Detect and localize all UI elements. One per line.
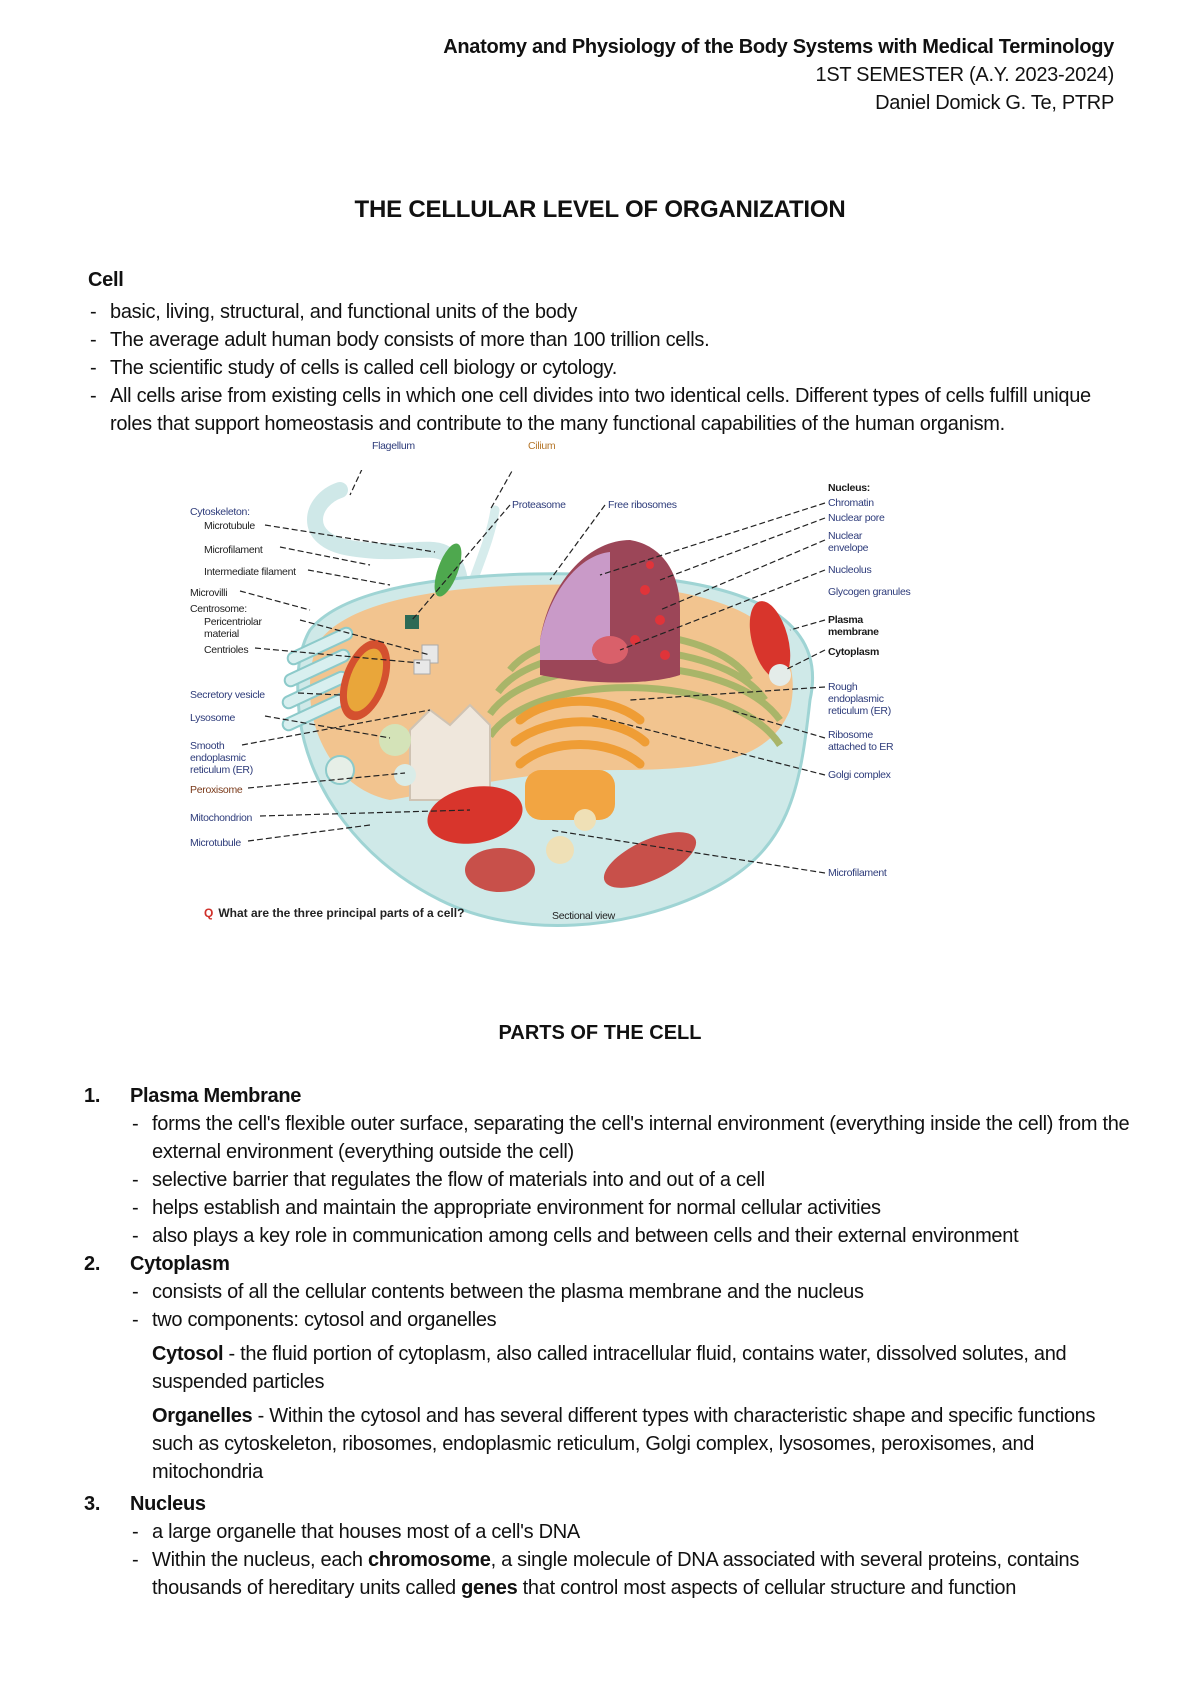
part-number: 3.: [84, 1493, 101, 1515]
label-centrioles: Centrioles: [204, 644, 249, 656]
label-intermediate-filament: Intermediate filament: [204, 566, 296, 578]
label-centrosome: Centrosome:: [190, 603, 247, 615]
bullet-item: also plays a key role in communication a…: [130, 1222, 1134, 1250]
cell-heading: Cell: [88, 269, 124, 291]
part-number: 2.: [84, 1253, 101, 1275]
question-text: What are the three principal parts of a …: [218, 906, 465, 920]
term: Organelles: [152, 1405, 253, 1427]
label-microtubule-lower: Microtubule: [190, 837, 241, 849]
bullet-item: selective barrier that regulates the flo…: [130, 1166, 1134, 1194]
label-microfilament: Microfilament: [204, 544, 263, 556]
part-nucleus: 3. Nucleus a large organelle that houses …: [84, 1490, 1134, 1602]
cell-section: Cell basic, living, structural, and func…: [88, 266, 1128, 438]
diagram-caption: Sectional view: [552, 910, 615, 922]
label-secretory-vesicle: Secretory vesicle: [190, 689, 265, 701]
bullet-item: helps establish and maintain the appropr…: [130, 1194, 1134, 1222]
label-nuclear-envelope: Nuclear envelope: [828, 530, 869, 554]
label-nucleolus: Nucleolus: [828, 564, 872, 576]
course-title: Anatomy and Physiology of the Body Syste…: [443, 36, 1114, 58]
bullet-item: Within the nucleus, each chromosome, a s…: [130, 1546, 1134, 1602]
label-cilium: Cilium: [528, 440, 556, 452]
part-name: Nucleus: [130, 1493, 206, 1515]
label-ribosome-attached-er: Ribosome attached to ER: [828, 729, 894, 753]
cell-diagram: Cytoskeleton: Microtubule Microfilament …: [190, 440, 990, 1010]
page-title: THE CELLULAR LEVEL OF ORGANIZATION: [354, 196, 846, 223]
part-name: Cytoplasm: [130, 1253, 230, 1275]
bullet-item: consists of all the cellular contents be…: [130, 1278, 1134, 1306]
label-rough-er: Rough endoplasmic reticulum (ER): [828, 681, 891, 717]
instructor: Daniel Domick G. Te, PTRP: [875, 92, 1114, 114]
label-microfilament-lower: Microfilament: [828, 867, 887, 879]
term-genes: genes: [461, 1577, 518, 1599]
label-proteasome: Proteasome: [512, 499, 566, 511]
bullet-item: a large organelle that houses most of a …: [130, 1518, 1134, 1546]
bullet-item: The average adult human body consists of…: [88, 326, 1128, 354]
term-chromosome: chromosome: [367, 1549, 491, 1571]
bullet-item: basic, living, structural, and functiona…: [88, 298, 1128, 326]
bullet-item: forms the cell's flexible outer surface,…: [130, 1110, 1134, 1166]
document-header: Anatomy and Physiology of the Body Syste…: [443, 34, 1114, 117]
text: , a single molecule of DNA associated wi…: [152, 1549, 1080, 1599]
definition: - Within the cytosol and has several dif…: [152, 1405, 1096, 1483]
label-cytoskeleton: Cytoskeleton:: [190, 506, 250, 518]
diagram-question: Q What are the three principal parts of a…: [204, 906, 464, 920]
bullet-item: All cells arise from existing cells in w…: [88, 382, 1128, 438]
label-peroxisome: Peroxisome: [190, 784, 243, 796]
text: that control most aspects of cellular st…: [517, 1577, 1017, 1599]
label-flagellum: Flagellum: [372, 440, 415, 452]
part-number: 1.: [84, 1085, 101, 1107]
bullet-item: two components: cytosol and organelles: [130, 1306, 1134, 1334]
label-pericentriolar-material: Pericentriolar material: [204, 616, 262, 640]
label-plasma-membrane: Plasma membrane: [828, 614, 879, 638]
label-microtubule: Microtubule: [204, 520, 255, 532]
label-microvilli: Microvilli: [190, 587, 228, 599]
part-plasma-membrane: 1. Plasma Membrane forms the cell's flexi…: [84, 1082, 1134, 1250]
definition-cytosol: Cytosol - the fluid portion of cytoplasm…: [152, 1340, 1134, 1396]
label-smooth-er: Smooth endoplasmic reticulum (ER): [190, 740, 253, 776]
label-mitochondrion: Mitochondrion: [190, 812, 253, 824]
definition: - the fluid portion of cytoplasm, also c…: [152, 1343, 1067, 1393]
semester: 1ST SEMESTER (A.Y. 2023-2024): [815, 64, 1115, 86]
bullet-item: The scientific study of cells is called …: [88, 354, 1128, 382]
part-name: Plasma Membrane: [130, 1085, 302, 1107]
cell-bullets: basic, living, structural, and functiona…: [88, 298, 1128, 438]
label-glycogen-granules: Glycogen granules: [828, 586, 911, 598]
label-chromatin: Chromatin: [828, 497, 874, 509]
part-cytoplasm: 2. Cytoplasm consists of all the cellular…: [84, 1250, 1134, 1486]
term: Cytosol: [152, 1343, 224, 1365]
label-nucleus: Nucleus:: [828, 482, 870, 494]
text: Within the nucleus, each: [152, 1549, 368, 1571]
parts-list: 1. Plasma Membrane forms the cell's flexi…: [84, 1082, 1134, 1602]
question-mark-icon: Q: [204, 906, 214, 920]
label-nuclear-pore: Nuclear pore: [828, 512, 885, 524]
label-free-ribosomes: Free ribosomes: [608, 499, 677, 511]
label-lysosome: Lysosome: [190, 712, 236, 724]
label-golgi-complex: Golgi complex: [828, 769, 891, 781]
parts-title: PARTS OF THE CELL: [498, 1022, 702, 1044]
cell-illustration: [239, 447, 826, 927]
label-cytoplasm: Cytoplasm: [828, 646, 879, 658]
definition-organelles: Organelles - Within the cytosol and has …: [152, 1402, 1134, 1486]
